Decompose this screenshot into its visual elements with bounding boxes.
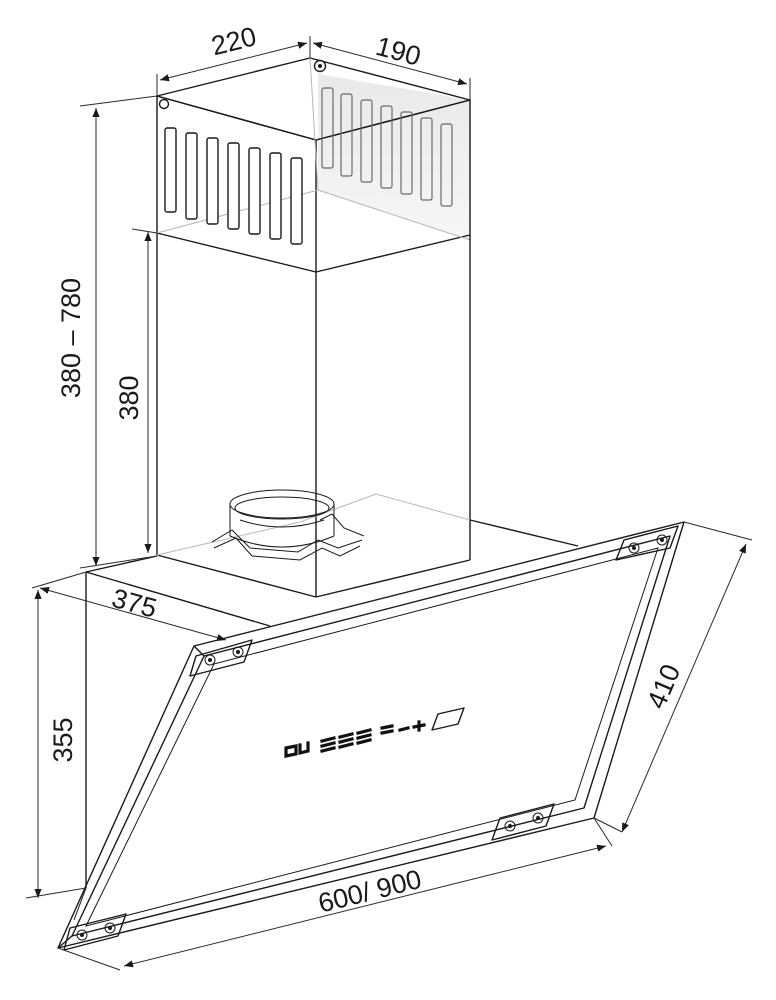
- bracket-bottom-left: [63, 913, 127, 951]
- screw-hole-icon: [318, 64, 322, 68]
- panel-width-label: 410: [641, 660, 686, 713]
- bracket-top-left: [189, 639, 253, 677]
- chimney-depth-label: 190: [373, 31, 424, 72]
- dimension-lines: [25, 36, 753, 971]
- hood-depth-label: 375: [109, 583, 160, 624]
- chimney-upper-section: [156, 57, 471, 273]
- bracket-bottom-right: [491, 803, 555, 841]
- front-vent-slots: [164, 127, 303, 245]
- control-panel-display: [284, 707, 465, 758]
- chimney-lower-section: [156, 233, 471, 598]
- chimney-lower-height-label: 380: [114, 375, 144, 420]
- display-digits: [284, 720, 426, 758]
- timer-display-icon: [431, 707, 465, 731]
- exhaust-collar: [211, 489, 365, 561]
- chimney-width-label: 220: [208, 21, 259, 61]
- screw-hole-icon: [158, 98, 170, 110]
- glass-panel: [57, 521, 685, 951]
- chimney-height-range-label: 380 – 780: [56, 278, 86, 398]
- hood-body: [73, 519, 579, 921]
- hood-height-label: 355: [48, 717, 78, 762]
- rear-vent-slots: [321, 87, 453, 207]
